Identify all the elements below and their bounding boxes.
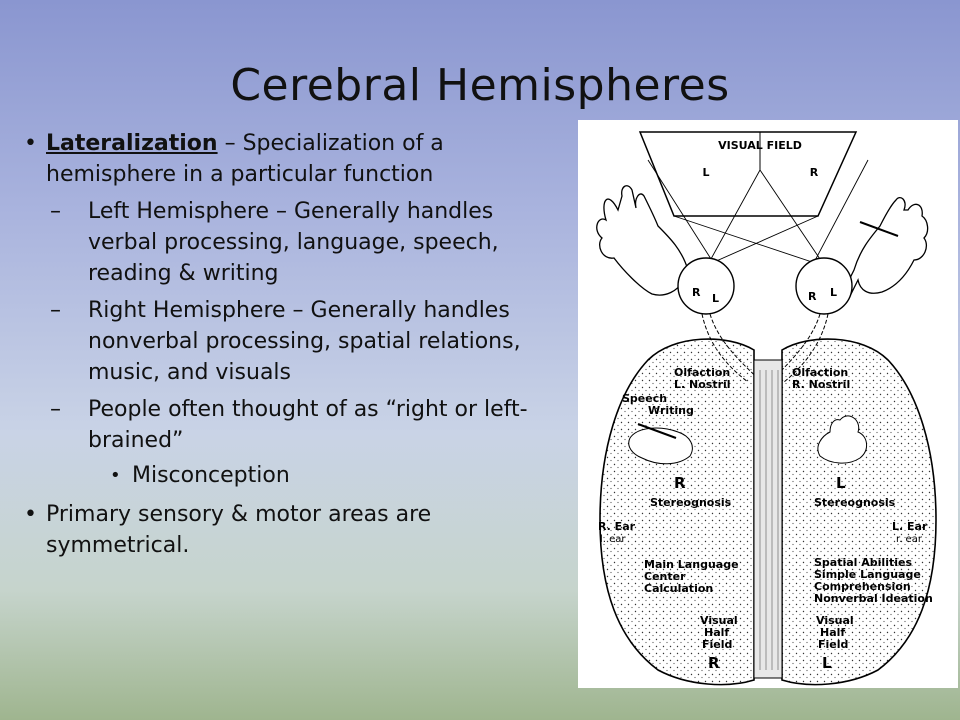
visual-left-1: Visual [700, 614, 738, 627]
sub-sub-bullet-misconception: Misconception [24, 460, 554, 491]
brain-diagram: VISUAL FIELD L R R L R L [578, 120, 958, 688]
main-language-3: Calculation [644, 582, 713, 595]
visual-field-left: L [702, 166, 709, 179]
stereognosis-right: Stereognosis [814, 496, 896, 509]
visual-left-2: Half [704, 626, 729, 639]
olfaction-right: Olfaction [792, 366, 848, 379]
right-eye-r-label: R [808, 290, 817, 303]
visual-right-2: Half [820, 626, 845, 639]
touch-hand-icon [817, 415, 867, 464]
brain-diagram-svg: VISUAL FIELD L R R L R L [596, 131, 937, 686]
corpus-callosum [753, 359, 783, 679]
visual-right-3: Field [818, 638, 848, 651]
pencil-icon [859, 221, 899, 237]
ear-right-small: r. ear [896, 534, 923, 545]
big-l-label: L [836, 474, 846, 492]
ear-right-big: L. Ear [892, 520, 928, 533]
sub-bullet-brained: – People often thought of as “right or le… [24, 394, 554, 456]
slide-title: Cerebral Hemispheres [230, 60, 730, 111]
lateralization-definition: – Specialization of a hemisphere in a pa… [46, 131, 444, 187]
symmetrical-text: Primary sensory & motor areas are symmet… [46, 502, 432, 558]
writing-pencil-icon [637, 423, 677, 439]
callosum-fibers [759, 370, 779, 670]
left-hemisphere-shape [599, 338, 755, 686]
nostril-left: L. Nostril [674, 378, 731, 391]
dash-marker: – [50, 397, 61, 422]
writing-hand-icon [628, 427, 693, 465]
sub-bullet-left-hemisphere: – Left Hemisphere – Generally handles ver… [24, 196, 554, 289]
writing-label: Writing [648, 404, 694, 417]
misconception-text: Misconception [132, 463, 290, 488]
right-hemisphere-shape [781, 338, 937, 686]
bullet-list: Lateralization – Specialization of a hem… [24, 128, 554, 565]
left-eye-l-label: L [712, 292, 719, 305]
visual-left-3: Field [702, 638, 732, 651]
visual-field-right: R [810, 166, 819, 179]
ear-left-big: R. Ear [598, 520, 636, 533]
big-r-label: R [674, 474, 686, 492]
visual-right-1: Visual [816, 614, 854, 627]
main-language-1: Main Language [644, 558, 739, 571]
right-hand-icon [843, 196, 929, 298]
spatial-4: Nonverbal Ideation [814, 592, 933, 605]
dash-marker: – [50, 298, 61, 323]
ear-left-small: l. ear [600, 534, 626, 545]
brained-text: People often thought of as “right or lef… [88, 397, 528, 453]
bottom-l-label: L [822, 654, 832, 672]
speech-label: Speech [622, 392, 667, 405]
visual-field-label: VISUAL FIELD [718, 139, 802, 152]
nostril-right: R. Nostril [792, 378, 850, 391]
spatial-2: Simple Language [814, 568, 921, 581]
bottom-r-label: R [708, 654, 720, 672]
left-hemisphere-text: Left Hemisphere – Generally handles verb… [88, 199, 499, 286]
left-eye-r-label: R [692, 286, 701, 299]
spatial-1: Spatial Abilities [814, 556, 912, 569]
olfaction-left: Olfaction [674, 366, 730, 379]
stereognosis-left: Stereognosis [650, 496, 732, 509]
right-eye-icon [795, 257, 853, 315]
main-language-2: Center [644, 570, 686, 583]
sub-bullet-right-hemisphere: – Right Hemisphere – Generally handles no… [24, 295, 554, 388]
left-eye-icon [677, 257, 735, 315]
bullet-lateralization: Lateralization – Specialization of a hem… [24, 128, 554, 190]
spatial-3: Comprehension [814, 580, 911, 593]
bullet-symmetrical: Primary sensory & motor areas are symmet… [24, 499, 554, 561]
term-lateralization: Lateralization [46, 131, 218, 156]
dash-marker: – [50, 199, 61, 224]
right-eye-l-label: L [830, 286, 837, 299]
right-hemisphere-text: Right Hemisphere – Generally handles non… [88, 298, 521, 385]
